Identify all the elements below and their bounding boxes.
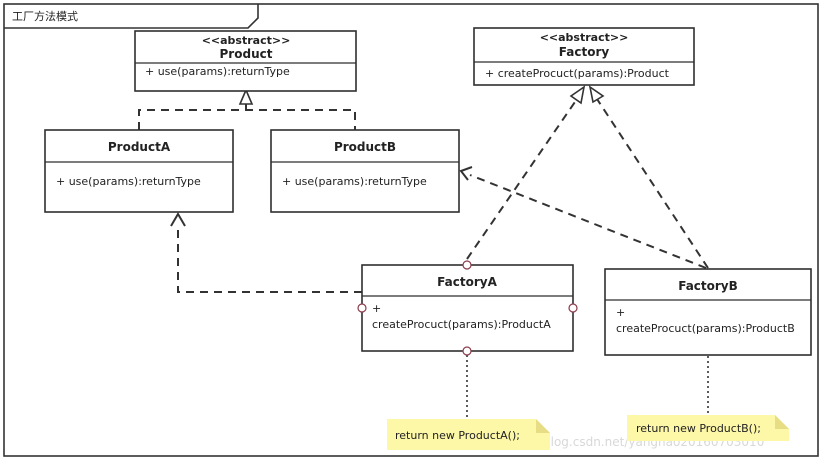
class-factory-member: + createProcuct(params):Product	[485, 67, 670, 80]
note-factory-a-body	[387, 419, 550, 450]
note-factory-a-fold	[536, 419, 550, 433]
note-factory-a-text: return new ProductA();	[395, 429, 520, 442]
class-factory-b-name: FactoryB	[678, 279, 738, 293]
frame-tab	[4, 4, 259, 29]
factory-a-port-bottom[interactable]	[462, 346, 472, 356]
note-factory-a[interactable]: return new ProductA();	[387, 419, 550, 450]
class-product[interactable]: <<abstract>> Product + use(params):retur…	[134, 30, 357, 92]
note-factory-b-body	[627, 415, 789, 441]
generalization-factorya-line	[466, 98, 578, 260]
class-product-b[interactable]: ProductB + use(params):returnType	[270, 129, 460, 213]
class-factory-b-member: createProcuct(params):ProductB	[616, 322, 795, 335]
class-product-stereotype: <<abstract>>	[202, 34, 291, 47]
class-factory-b[interactable]: FactoryB + createProcuct(params):Product…	[604, 268, 812, 356]
class-product-a-name: ProductA	[108, 140, 171, 154]
class-factory-b-box	[604, 268, 812, 356]
class-product-a-box	[44, 129, 234, 213]
class-product-b-member: + use(params):returnType	[282, 175, 427, 188]
class-factory-b-member-prefix: +	[616, 306, 625, 319]
dependency-arrowhead-productb	[459, 166, 473, 181]
class-product-a-member: + use(params):returnType	[56, 175, 201, 188]
factory-a-port-right[interactable]	[568, 303, 578, 313]
class-factory-a-name: FactoryA	[437, 275, 497, 289]
class-product-name: Product	[220, 47, 273, 61]
generalization-factoryb-line	[596, 98, 709, 269]
class-factory-name: Factory	[559, 45, 610, 59]
class-product-box	[134, 30, 357, 92]
class-factory-a-box	[361, 264, 574, 352]
class-factory-a-member: createProcuct(params):ProductA	[372, 318, 551, 331]
class-product-b-name: ProductB	[334, 140, 396, 154]
class-factory-a[interactable]: FactoryA + createProcuct(params):Product…	[361, 264, 574, 352]
generalization-arrowhead-factoryb	[588, 85, 605, 104]
diagram-frame	[3, 3, 819, 457]
class-factory-stereotype: <<abstract>>	[540, 31, 629, 44]
factory-a-port-left[interactable]	[357, 303, 367, 313]
class-factory-box	[473, 27, 695, 86]
class-factory[interactable]: <<abstract>> Factory + createProcuct(par…	[473, 27, 695, 86]
class-product-a[interactable]: ProductA + use(params):returnType	[44, 129, 234, 213]
note-factory-b-text: return new ProductB();	[636, 422, 761, 435]
class-product-member: + use(params):returnType	[145, 65, 290, 78]
class-factory-a-member-prefix: +	[372, 302, 381, 315]
generalization-arrowhead-factorya	[569, 85, 586, 105]
dependency-factoryb-productb-line	[469, 174, 707, 269]
dependency-arrowhead-producta	[170, 212, 186, 227]
note-factory-b-fold	[775, 415, 789, 429]
generalization-arrowhead-product	[238, 87, 254, 105]
note-factory-b[interactable]: return new ProductB();	[627, 415, 789, 441]
factory-a-port-top[interactable]	[462, 260, 472, 270]
generalization-products-line	[138, 109, 356, 130]
class-product-b-box	[270, 129, 460, 213]
frame-title: 工厂方法模式	[12, 9, 78, 23]
dependency-factorya-producta-line	[177, 224, 362, 293]
